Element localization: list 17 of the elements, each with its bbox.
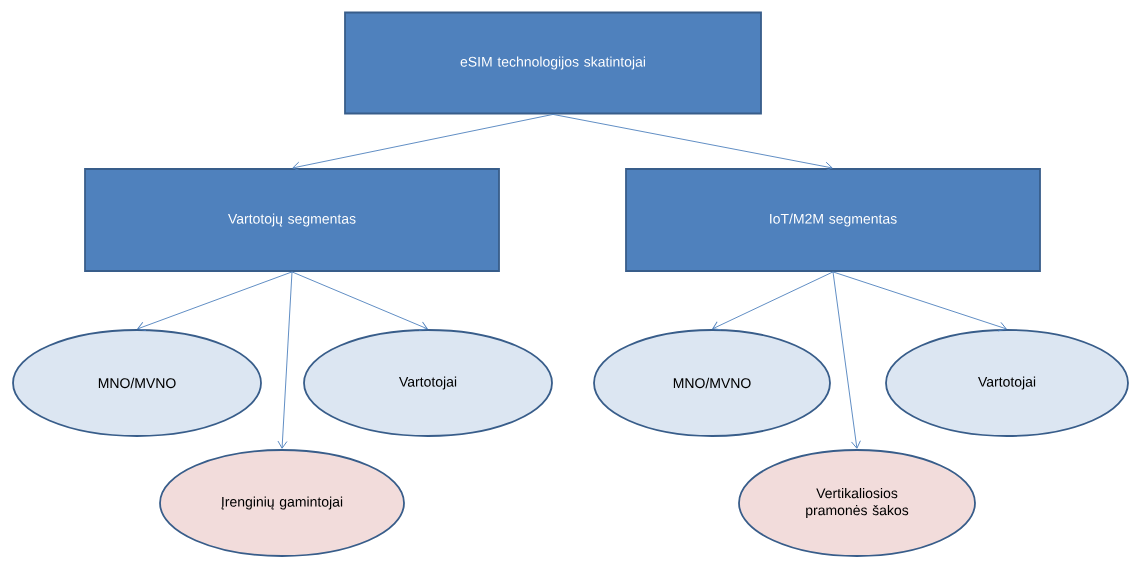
arrow — [552, 113, 833, 172]
arrow — [832, 271, 1007, 332]
arrow — [832, 271, 861, 449]
arrow — [291, 271, 428, 331]
arrow — [137, 271, 293, 332]
process-box: IoT/M2M segmentas — [625, 168, 1041, 272]
ellipse-node: MNO/MVNO — [593, 329, 831, 437]
ellipse-node: MNO/MVNO — [12, 329, 262, 437]
process-box: Vartotojų segmentas — [84, 168, 500, 272]
ellipse-node: Vartotojai — [303, 329, 553, 437]
ellipse-node: Įrenginių gamintojai — [159, 449, 405, 557]
arrow — [712, 271, 834, 331]
arrow — [292, 113, 554, 172]
arrow — [277, 271, 293, 449]
ellipse-node: Vertikaliosios pramonės šakos — [738, 449, 976, 557]
process-box: eSIM technologijos skatintojai — [344, 11, 762, 115]
ellipse-node: Vartotojai — [885, 329, 1129, 437]
